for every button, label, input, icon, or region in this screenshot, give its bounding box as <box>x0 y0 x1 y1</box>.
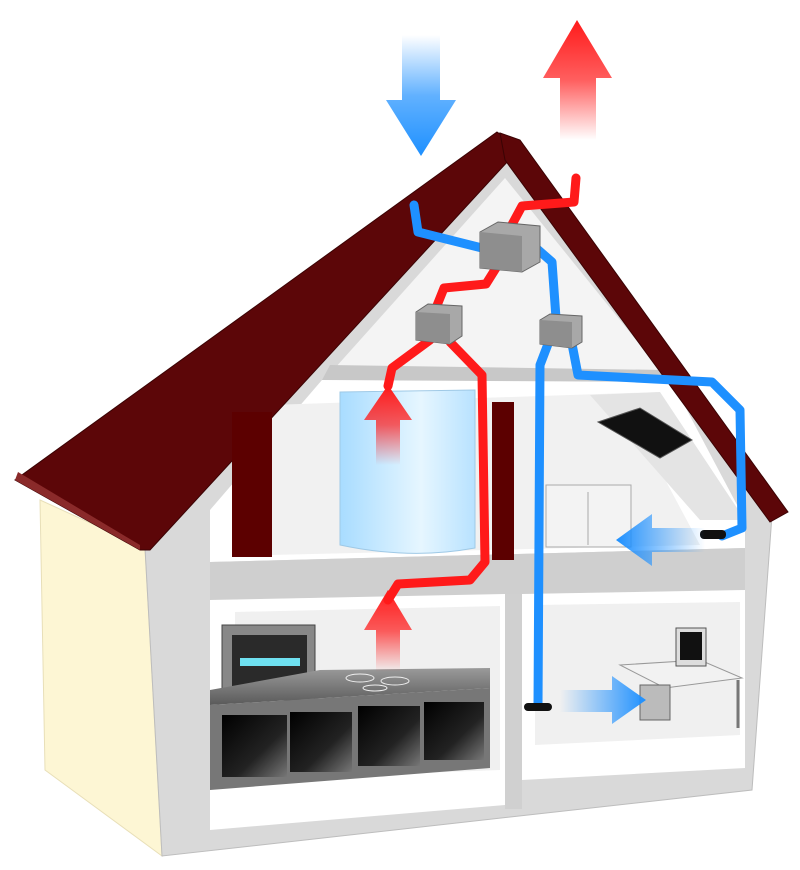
distribution-box-right <box>539 313 583 349</box>
distribution-box-left <box>415 303 463 345</box>
heat-recovery-unit <box>479 221 541 273</box>
kitchen-countertop <box>210 668 490 705</box>
oven-water <box>240 658 300 666</box>
supply-air-arrow-icon <box>560 676 646 724</box>
exhaust-air-out-arrow-icon <box>543 20 612 140</box>
exhaust-duct-shower <box>383 335 435 391</box>
side-wall <box>39 499 163 858</box>
exhaust-duct-kitchen <box>383 337 490 605</box>
wall-tv <box>596 407 693 459</box>
cabinet-door <box>424 702 484 760</box>
shower-cabin <box>339 389 476 554</box>
curtain-left <box>232 412 272 557</box>
roof-right-slab <box>499 132 789 523</box>
stove-burner <box>380 676 410 686</box>
duct-outlet-ground <box>524 703 552 711</box>
computer-tower <box>639 684 671 721</box>
extract-air-arrow-icon <box>364 590 412 672</box>
stove-burner <box>345 673 375 683</box>
fresh-air-in-arrow-icon <box>386 35 456 156</box>
supply-air-ducts <box>409 200 747 710</box>
exhaust-outlet-duct <box>503 173 581 237</box>
roof-eave-edge <box>15 472 140 550</box>
stove-burner <box>362 684 388 692</box>
desk <box>618 659 744 689</box>
supply-air-arrow-icon <box>616 514 705 566</box>
monitor-screen <box>680 632 702 660</box>
fresh-air-duct <box>409 200 487 253</box>
exhaust-trunk-duct <box>431 263 501 313</box>
supply-duct-ground-floor <box>533 339 553 710</box>
extract-air-arrow-icon <box>364 385 412 465</box>
curtain-right <box>492 402 514 560</box>
duct-outlet-upper <box>700 530 726 539</box>
cabinet-door <box>290 712 352 772</box>
cabinet-door <box>222 715 287 777</box>
supply-trunk-duct <box>531 243 561 323</box>
supply-duct-upper-floor <box>567 339 747 541</box>
exhaust-air-ducts <box>383 173 581 605</box>
cabinet-door <box>358 706 420 766</box>
interior-divider-wall <box>505 594 522 809</box>
